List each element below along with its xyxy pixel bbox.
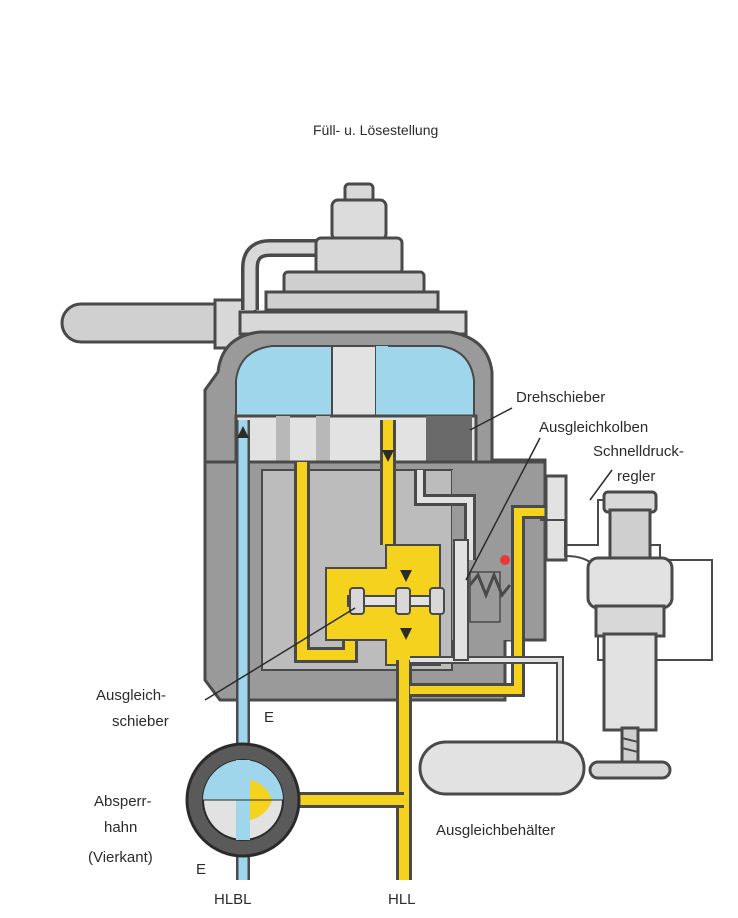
leader-lines: [204, 407, 613, 701]
label-ausgleich-schieber-1: Ausgleich-: [96, 687, 166, 704]
label-hlbl: HLBL: [214, 891, 252, 908]
label-ausgleich-schieber-2: schieber: [112, 713, 169, 730]
absperrhahn: [185, 742, 301, 858]
label-absperr-1: Absperr-: [94, 793, 152, 810]
label-e-lower: E: [196, 861, 206, 878]
ausgleichbehaelter-tank: [418, 740, 586, 796]
indicator-dot: [500, 555, 510, 565]
ausgleichschieber: [347, 587, 445, 615]
label-absperr-3: (Vierkant): [88, 849, 153, 866]
label-e-upper: E: [264, 709, 274, 726]
label-ausgleichbehaelter: Ausgleichbehälter: [436, 822, 555, 839]
label-hll: HLL: [388, 891, 416, 908]
diagram-title: Füll- u. Lösestellung: [313, 122, 438, 138]
yellow-air-path: [272, 420, 548, 880]
label-schnelldruck-1: Schnelldruck-: [593, 443, 684, 460]
schnelldruckregler: [540, 474, 713, 780]
top-nut: [238, 182, 468, 336]
label-drehschieber: Drehschieber: [516, 389, 605, 406]
label-ausgleichkolben: Ausgleichkolben: [539, 419, 648, 436]
ausgleichkolben: [453, 539, 512, 661]
label-schnelldruck-2: regler: [617, 468, 655, 485]
label-absperr-2: hahn: [104, 819, 137, 836]
